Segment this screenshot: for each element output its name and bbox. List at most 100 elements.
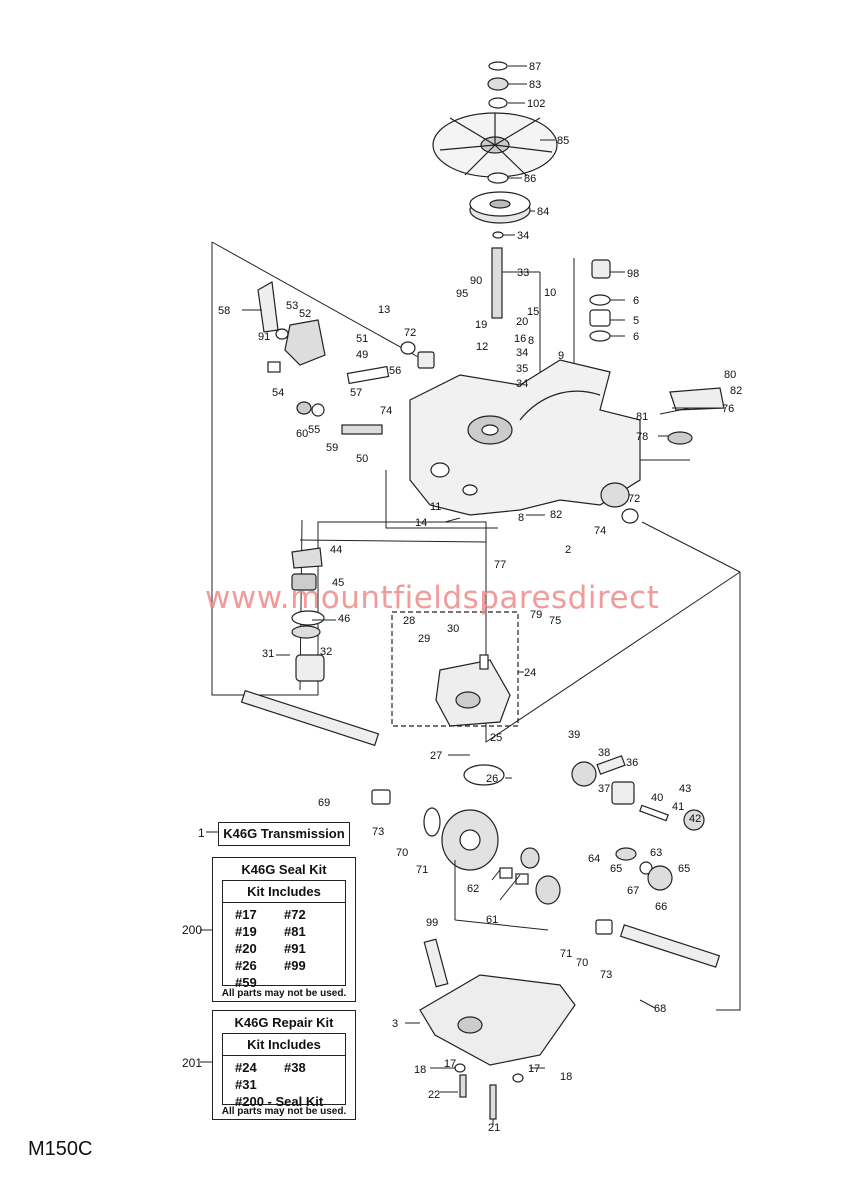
part-number-label: 77 — [494, 559, 506, 571]
seal-kit-items: #17 #72 #19 #81 #20 #91 #26 #99 #59 — [223, 903, 345, 994]
part-number-label: 61 — [486, 914, 498, 926]
part-number-label: 65 — [610, 863, 622, 875]
part-number-label: 68 — [654, 1003, 666, 1015]
part-number-label: 55 — [308, 424, 320, 436]
part-number-label: 57 — [350, 387, 362, 399]
part-number-label: 34 — [516, 347, 528, 359]
part-number-label: 82 — [550, 509, 562, 521]
part-number-label: 52 — [299, 308, 311, 320]
seal-kit-title: K46G Seal Kit — [241, 862, 327, 877]
part-number-label: 70 — [396, 847, 408, 859]
part-number-label: 85 — [557, 135, 569, 147]
diagram-code: M150C — [28, 1138, 93, 1160]
part-number-label: 6 — [633, 331, 639, 343]
part-number-label: 28 — [403, 615, 415, 627]
repair-kit-includes: Kit Includes #24 #38 #31 #200 - Seal Kit — [222, 1033, 346, 1109]
part-number-label: 43 — [679, 783, 691, 795]
part-number-label: 81 — [636, 411, 648, 423]
seal-kit-item: #19 — [235, 924, 257, 939]
part-number-label: 11 — [430, 501, 441, 513]
part-number-label: 30 — [447, 623, 459, 635]
part-number-label: 24 — [524, 667, 536, 679]
part-number-label: 49 — [356, 349, 368, 361]
part-number-label: 26 — [486, 773, 498, 785]
seal-kit-item: #99 — [284, 958, 306, 973]
part-number-label: 66 — [655, 901, 667, 913]
part-number-label: 91 — [258, 331, 270, 343]
fan — [432, 112, 558, 178]
seal-kit-item: #72 — [284, 907, 306, 922]
part-number-label: 59 — [326, 442, 338, 454]
part-number-label: 38 — [598, 747, 610, 759]
part-number-label: 16 — [514, 333, 526, 345]
part-number-label: 53 — [286, 300, 298, 312]
part-number-label: 36 — [626, 757, 638, 769]
part-number-label: 5 — [633, 315, 639, 327]
transmission-label: K46G Transmission — [223, 826, 345, 841]
part-number-label: 2 — [565, 544, 571, 556]
part-number-label: 45 — [332, 577, 344, 589]
part-number-label: 71 — [560, 948, 572, 960]
part-number-label: 98 — [627, 268, 639, 280]
transmission-box: K46G Transmission — [218, 822, 350, 846]
part-number-label: 90 — [470, 275, 482, 287]
part-number-label: 39 — [568, 729, 580, 741]
part-number-label: 76 — [722, 403, 734, 415]
seal-kit-includes-label: Kit Includes — [223, 881, 345, 903]
repair-kit-items: #24 #38 #31 #200 - Seal Kit — [223, 1056, 345, 1113]
part-number-label: 84 — [537, 206, 549, 218]
part-number-label: 73 — [372, 826, 384, 838]
repair-kit-item: #200 - Seal Kit — [235, 1094, 324, 1109]
part-number-label: 78 — [636, 431, 648, 443]
repair-kit-includes-label: Kit Includes — [223, 1034, 345, 1056]
part-number-label: 8 — [528, 335, 534, 347]
part-number-label: 71 — [416, 864, 428, 876]
part-number-label: 65 — [678, 863, 690, 875]
part-number-label: 12 — [476, 341, 488, 353]
repair-kit-title: K46G Repair Kit — [234, 1015, 334, 1030]
part-number-label: 41 — [672, 801, 684, 813]
lower-housing — [419, 974, 576, 1066]
part-number-label: 72 — [404, 327, 416, 339]
part-number-label: 87 — [529, 61, 541, 73]
part-number-label: 102 — [527, 98, 545, 110]
part-number-label: 31 — [262, 648, 274, 660]
watermark: www.mountfieldsparesdirect — [205, 580, 660, 616]
seal-kit-item: #59 — [235, 975, 257, 990]
part-number-label: 46 — [338, 613, 350, 625]
repair-kit-box: K46G Repair Kit Kit Includes #24 #38 #31… — [212, 1010, 356, 1120]
part-number-label: 51 — [356, 333, 368, 345]
leader-lines — [200, 65, 720, 1125]
part-number-label: 60 — [296, 428, 308, 440]
repair-kit-item: #31 — [235, 1077, 257, 1092]
main-housing — [409, 359, 641, 516]
part-number-label: 14 — [415, 517, 427, 529]
part-number-label: 83 — [529, 79, 541, 91]
part-number-label: 58 — [218, 305, 230, 317]
part-number-label: 54 — [272, 387, 284, 399]
part-number-label: 80 — [724, 369, 736, 381]
part-number-label: 40 — [651, 792, 663, 804]
part-number-label: 34 — [517, 230, 529, 242]
part-number-label: 18 — [560, 1071, 572, 1083]
seal-kit-item: #81 — [284, 924, 306, 939]
part-number-label: 69 — [318, 797, 330, 809]
part-number-label: 32 — [320, 646, 332, 658]
part-number-label: 64 — [588, 853, 600, 865]
part-number-label: 44 — [330, 544, 342, 556]
part-number-label: 21 — [488, 1122, 500, 1134]
part-number-label: 18 — [414, 1064, 426, 1076]
seal-kit-item: #26 — [235, 958, 257, 973]
repair-kit-item: #24 — [235, 1060, 257, 1075]
part-number-label: 62 — [467, 883, 479, 895]
part-number-label: 82 — [730, 385, 742, 397]
seal-kit-note: All parts may not be used. — [221, 988, 347, 999]
part-number-label: 17 — [444, 1058, 456, 1070]
part-number-label: 25 — [490, 732, 502, 744]
part-number-label: 75 — [549, 615, 561, 627]
seal-kit-includes: Kit Includes #17 #72 #19 #81 #20 #91 #26… — [222, 880, 346, 990]
part-number-label: 56 — [389, 365, 401, 377]
part-number-label: 19 — [475, 319, 487, 331]
